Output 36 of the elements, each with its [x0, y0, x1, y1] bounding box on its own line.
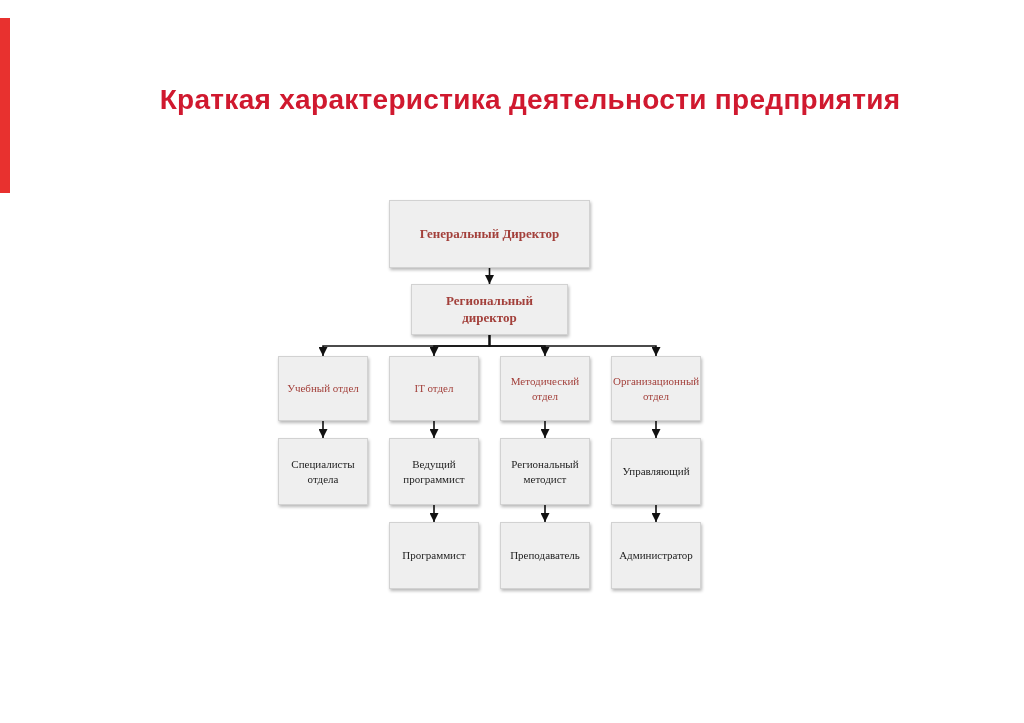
org-box	[500, 522, 590, 589]
org-box	[389, 356, 479, 421]
org-box	[278, 356, 368, 421]
slide-title: Краткая характеристика деятельности предприятия	[158, 84, 902, 116]
org-box	[389, 522, 479, 589]
arrow	[429, 420, 439, 439]
box-label: IT отдел	[414, 381, 454, 396]
box-label: Генеральный Директор	[419, 225, 560, 243]
arrow	[318, 420, 328, 439]
org-box	[411, 284, 568, 335]
org-box	[611, 438, 701, 505]
arrow	[651, 504, 661, 523]
org-box	[500, 438, 590, 505]
org-box	[389, 200, 590, 268]
box-label: Администратор	[619, 548, 693, 563]
arrow	[540, 420, 550, 439]
arrow	[651, 420, 661, 439]
box-label: Региональный методист	[510, 457, 580, 486]
arrow	[488, 334, 661, 357]
arrow	[429, 504, 439, 523]
box-label: Программист	[402, 548, 466, 563]
arrow	[485, 267, 494, 285]
org-box	[500, 356, 590, 421]
org-box	[611, 522, 701, 589]
box-label: Организационный отдел	[613, 374, 699, 403]
box-label: Специалисты отдела	[290, 457, 356, 486]
box-label: Методический отдел	[509, 374, 581, 403]
box-label: Ведущий программист	[402, 457, 466, 486]
org-box	[389, 438, 479, 505]
box-label: Региональный директор	[445, 292, 534, 327]
box-label: Учебный отдел	[287, 381, 359, 396]
box-label: Преподаватель	[510, 548, 580, 563]
org-box	[611, 356, 701, 421]
arrow	[540, 504, 550, 523]
box-label: Управляющий	[622, 464, 690, 479]
org-box	[278, 438, 368, 505]
